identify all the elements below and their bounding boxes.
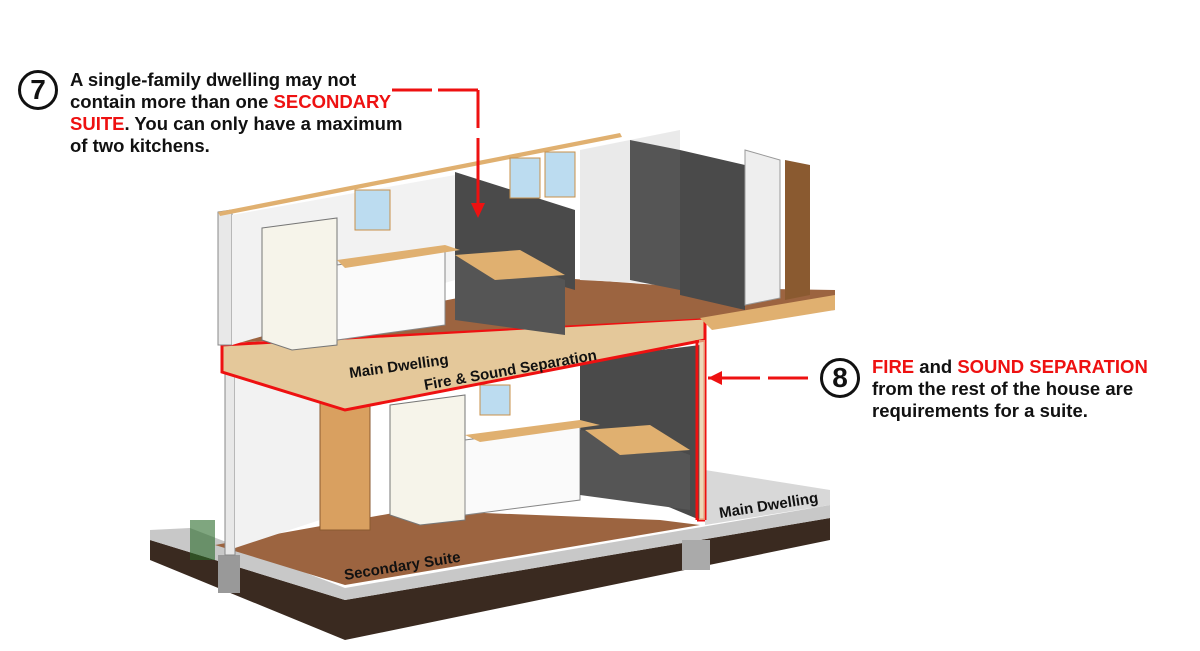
upper-floor-edge bbox=[700, 295, 835, 330]
foundation bbox=[150, 505, 830, 640]
callout-7-text: A single-family dwelling may not contain… bbox=[70, 69, 420, 157]
callout-8-text-2: from the rest of the house are requireme… bbox=[872, 378, 1134, 421]
upper-kitchen bbox=[261, 217, 565, 351]
callout-8-highlight-sound: SOUND SEPARATION bbox=[957, 356, 1148, 377]
callout-7-text-1: A single-family dwelling may not contain… bbox=[70, 69, 357, 112]
callout-7-highlight: SECONDARY SUITE bbox=[70, 91, 391, 134]
callout-8-text: FIRE and SOUND SEPARATION from the rest … bbox=[872, 356, 1182, 422]
callout-8-number-badge: 8 bbox=[820, 358, 860, 398]
callout-7-number-badge: 7 bbox=[18, 70, 58, 110]
callout-7-text-2: . You can only have a maximum of two kit… bbox=[70, 113, 403, 156]
callout-7-arrow bbox=[392, 88, 485, 218]
callout-8-arrow bbox=[708, 371, 808, 385]
lower-kitchen bbox=[389, 394, 690, 526]
side-slab bbox=[705, 470, 830, 525]
lower-walls bbox=[224, 345, 700, 556]
callout-8-text-1: and bbox=[914, 356, 958, 377]
callout-8-highlight-fire: FIRE bbox=[872, 356, 915, 377]
fire-sound-separation bbox=[220, 316, 707, 522]
